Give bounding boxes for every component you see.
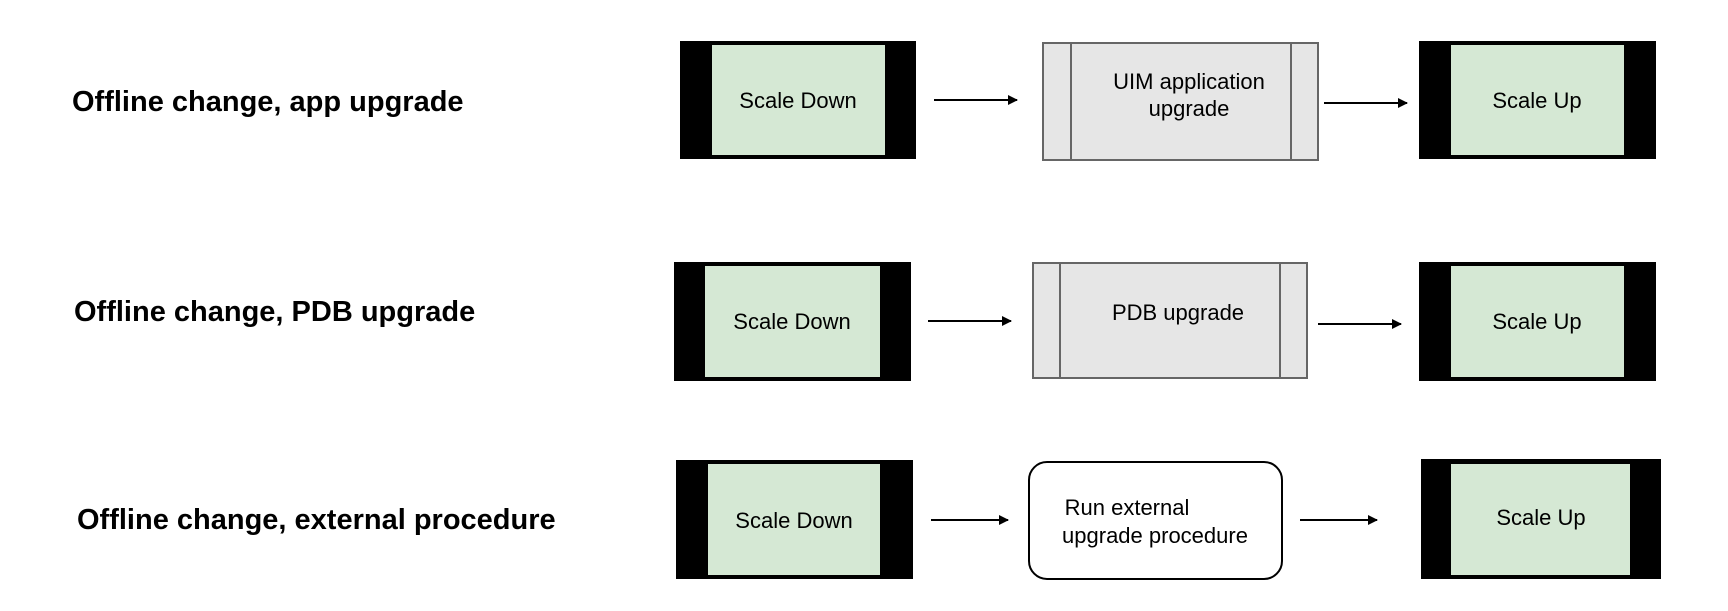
scale-down-box: Scale Down	[676, 460, 913, 579]
scale-down-box-body	[708, 464, 880, 575]
external-procedure-box: Run external upgrade procedure	[1028, 461, 1283, 580]
scale-down-box: Scale Down	[674, 262, 911, 381]
external-procedure-box-frame	[1028, 461, 1283, 580]
scale-up-label: Scale Up	[1496, 505, 1585, 530]
scale-down-label: Scale Down	[739, 88, 856, 113]
scale-up-box: Scale Up	[1421, 459, 1661, 579]
scale-up-box-body	[1451, 464, 1630, 575]
scale-down-box-body	[705, 266, 880, 377]
scale-up-box: Scale Up	[1419, 262, 1656, 381]
scale-up-label: Scale Up	[1492, 88, 1581, 113]
pdb-upgrade-process-box: PDB upgrade	[1032, 262, 1308, 379]
scale-up-box-body	[1451, 45, 1624, 155]
pdb-upgrade-label: PDB upgrade	[1112, 300, 1244, 325]
scale-down-label: Scale Down	[735, 508, 852, 533]
scale-up-box-body	[1451, 266, 1624, 377]
scale-up-box: Scale Up	[1419, 41, 1656, 159]
app-upgrade-label-line2: upgrade	[1149, 96, 1230, 121]
row-app-upgrade: Offline change, app upgrade Scale Down U…	[72, 41, 1656, 161]
row-label-external-procedure: Offline change, external procedure	[77, 504, 556, 536]
external-procedure-label-line2: upgrade procedure	[1062, 523, 1248, 548]
app-upgrade-process-box: UIM application upgrade	[1042, 42, 1319, 161]
pdb-upgrade-process-frame	[1032, 262, 1308, 379]
app-upgrade-label-line1: UIM application	[1113, 69, 1265, 94]
scale-down-box-body	[712, 45, 885, 155]
row-external-procedure: Offline change, external procedure Scale…	[77, 459, 1661, 580]
row-pdb-upgrade: Offline change, PDB upgrade Scale Down P…	[74, 262, 1656, 381]
app-upgrade-process-frame	[1042, 42, 1319, 161]
row-label-app-upgrade: Offline change, app upgrade	[72, 86, 464, 118]
scale-down-box: Scale Down	[680, 41, 916, 159]
external-procedure-label-line1: Run external	[1065, 495, 1190, 520]
row-label-pdb-upgrade: Offline change, PDB upgrade	[74, 296, 475, 328]
scale-down-label: Scale Down	[733, 309, 850, 334]
scale-up-label: Scale Up	[1492, 309, 1581, 334]
